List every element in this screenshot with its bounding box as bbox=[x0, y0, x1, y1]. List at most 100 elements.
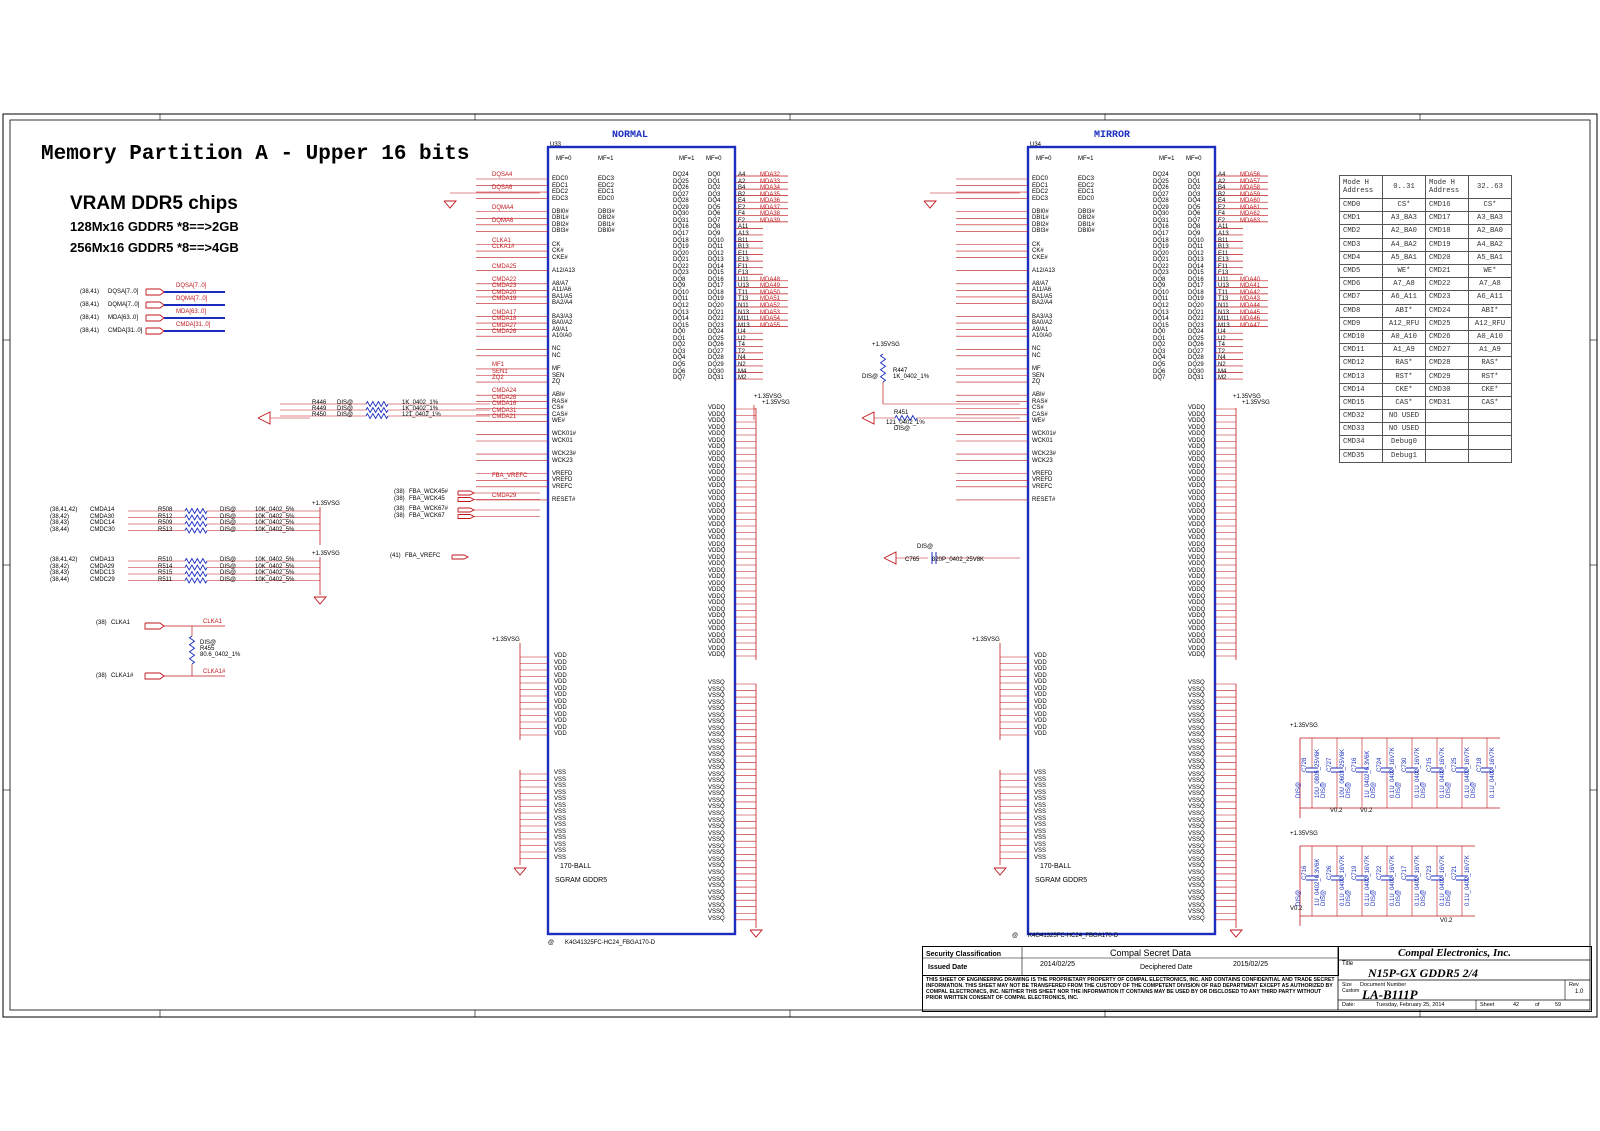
zone-ticks bbox=[3, 114, 1597, 1017]
normal-vssq-pin: VSSQ bbox=[708, 680, 725, 686]
normal-ball: A2 bbox=[738, 178, 746, 185]
cmd-table-cell: WE* bbox=[1382, 263, 1426, 279]
cmd-table-cell: A5_BA1 bbox=[1382, 250, 1426, 265]
normal-dq-right: DQ16 bbox=[708, 276, 724, 283]
normal-vssq-pin: VSSQ bbox=[708, 804, 725, 811]
normal-dq-left: DQ19 bbox=[673, 244, 689, 251]
mirror-pin-name: A8/A7 bbox=[1032, 280, 1049, 287]
chip-normal-mf1: MF=1 bbox=[598, 156, 614, 162]
title-block-sec-frame bbox=[922, 946, 1339, 976]
mirror-mda-net: MDA41 bbox=[1240, 283, 1261, 290]
mirror-vssq-pin: VSSQ bbox=[1188, 712, 1205, 719]
bus-name: CMDA[31..0] bbox=[108, 328, 143, 334]
cmd-table-cell: CMD30 bbox=[1425, 382, 1469, 397]
normal-pin-name: CAS# bbox=[552, 411, 568, 418]
normal-ball: F2 bbox=[738, 217, 746, 224]
normal-ball: N11 bbox=[738, 303, 749, 309]
resistor-top bbox=[365, 406, 389, 414]
normal-ball: N4 bbox=[738, 355, 746, 362]
mirror-dq-left: DQ0 bbox=[1153, 329, 1166, 336]
normal-dq-left: DQ3 bbox=[673, 348, 686, 355]
normal-mda-net: MDA50 bbox=[760, 289, 781, 296]
normal-vdd-pin: VDD bbox=[554, 653, 567, 659]
mirror-ball: E4 bbox=[1218, 198, 1226, 205]
mirror-ball: U4 bbox=[1218, 329, 1226, 336]
caps_bot-cap-ref: C726 bbox=[1327, 865, 1333, 880]
mirror-vssq-pin: VSSQ bbox=[1188, 725, 1205, 732]
normal-ball: A4 bbox=[738, 172, 746, 178]
wck-ref: (38) bbox=[394, 506, 405, 512]
net-mf: ZQ2 bbox=[492, 375, 504, 382]
bus-port bbox=[145, 327, 165, 335]
normal-vssq-pin: VSSQ bbox=[708, 738, 725, 745]
mirror-vssq-pin: VSSQ bbox=[1188, 778, 1205, 785]
net-dqma6: DQMA6 bbox=[492, 217, 514, 224]
normal-pin-name: EDC3 bbox=[552, 195, 569, 202]
cmd-resistor bbox=[184, 520, 208, 528]
normal-dq-right: DQ12 bbox=[708, 250, 724, 257]
cmd-table-cell: A3_BA3 bbox=[1382, 211, 1426, 226]
normal-mda-net: MDA35 bbox=[760, 191, 781, 198]
normal-dq-right: DQ6 bbox=[708, 211, 721, 218]
cmd-table-cell: A6_A11 bbox=[1382, 290, 1426, 305]
mirror-mda-net: MDA46 bbox=[1240, 316, 1261, 323]
cmd-table-cell: A1_A9 bbox=[1382, 343, 1426, 358]
cmd-table-cell: CMD34 bbox=[1339, 435, 1383, 450]
r447-rail: +1.35VSG bbox=[872, 342, 900, 348]
normal-vddq-pin: VDDQ bbox=[708, 418, 726, 424]
normal-pin-name: RESET# bbox=[552, 496, 576, 503]
mirror-pin-name: BA3/A3 bbox=[1032, 313, 1053, 320]
normal-vssq-pin: VSSQ bbox=[708, 778, 725, 785]
mirror-pin-name: BA0/A2 bbox=[1032, 320, 1053, 327]
normal-mf1-pin-name: EDC1 bbox=[598, 189, 615, 196]
normal-vddq-pin: VDDQ bbox=[708, 554, 726, 561]
normal-vddq-pin: VDDQ bbox=[708, 483, 726, 489]
cmd-res-val: 10K_0402_5% bbox=[255, 557, 295, 563]
cmd-table-cell bbox=[1468, 422, 1512, 437]
vref-net: FBA_VREFC bbox=[405, 553, 441, 559]
cmd-net: CMDA14 bbox=[90, 507, 115, 513]
wck-net: FBA_WCK45 bbox=[409, 495, 445, 502]
mirror-mf1-pin-name: DBI0# bbox=[1078, 228, 1095, 235]
net-cmda: CMDA27 bbox=[492, 322, 517, 329]
mirror-vddq-pin: VDDQ bbox=[1188, 619, 1206, 626]
normal-dq-left: DQ31 bbox=[673, 217, 689, 224]
normal-dq-left: DQ7 bbox=[673, 375, 686, 382]
wck-ref: (38) bbox=[394, 512, 405, 519]
cmd-table-cell: CMD21 bbox=[1425, 263, 1469, 279]
tb-docnum-label: Document Number bbox=[1360, 982, 1407, 988]
mirror-vddq-pin: VDDQ bbox=[1188, 574, 1206, 580]
mirror-pin-name: A11/A6 bbox=[1032, 287, 1052, 294]
caps_bot-cap-ref: C717 bbox=[1402, 865, 1408, 880]
caps_bot-cap-opt: DIS@ bbox=[1396, 889, 1402, 906]
cmd-table-cell: A7_A8 bbox=[1382, 277, 1426, 292]
tb-date-label: Date: bbox=[1342, 1002, 1356, 1008]
tb-title-label: Title bbox=[1342, 961, 1354, 967]
resistor-ref: R450 bbox=[312, 412, 327, 418]
chip-mirror-mf1: MF=1 bbox=[1078, 156, 1094, 162]
mirror-vddq-pin: VDDQ bbox=[1188, 606, 1206, 613]
normal-dq-right: DQ22 bbox=[708, 316, 724, 323]
normal-vssq-pin: VSSQ bbox=[708, 817, 725, 824]
resistor-top bbox=[365, 412, 389, 420]
normal-vddq-pin: VDDQ bbox=[708, 574, 726, 580]
mirror-vddq-pin: VDDQ bbox=[1188, 645, 1206, 652]
mirror-vdd-rail-label: +1.35VSG bbox=[972, 637, 1000, 643]
cmd-table-cell: CMD10 bbox=[1339, 329, 1383, 345]
cmd-resistor bbox=[184, 570, 208, 578]
mirror-vddq-pin: VDDQ bbox=[1188, 431, 1206, 437]
tb-total: 59 bbox=[1555, 1002, 1562, 1008]
mirror-ball: E2 bbox=[1218, 204, 1226, 211]
cmd-table-cell: CMD18 bbox=[1425, 224, 1469, 239]
tb-notice: THIS SHEET OF ENGINEERING DRAWING IS THE… bbox=[926, 977, 1335, 1001]
cmd-table-cell: CMD28 bbox=[1425, 356, 1469, 371]
normal-pin-name: BA3/A3 bbox=[552, 313, 573, 320]
cmd-ref: (38,41,42) bbox=[50, 507, 78, 513]
mirror-vss-pin: VSS bbox=[1034, 809, 1047, 815]
